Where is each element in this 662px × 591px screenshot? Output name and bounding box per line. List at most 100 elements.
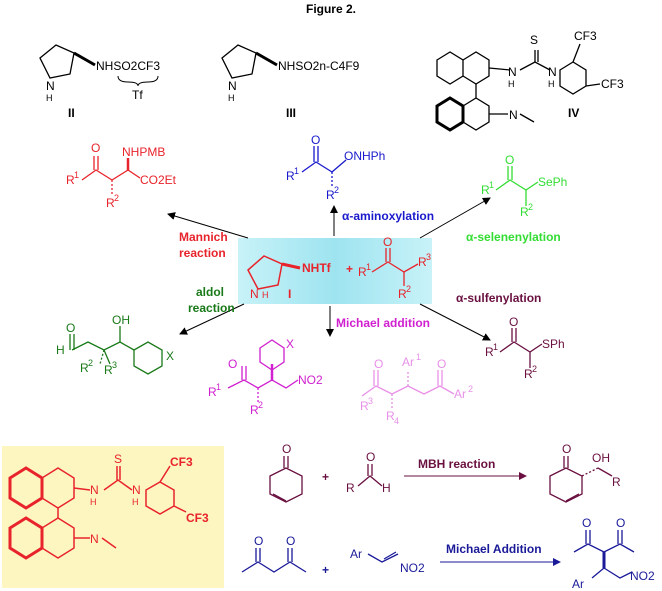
mannich-co2et: CO2Et [140,173,177,187]
center-o: O [383,235,392,249]
ma-reactant-diketone [241,548,307,573]
mbh-reactant-enone [269,456,303,503]
michael2-ar1s: 1 [416,352,421,362]
ma-reactant-nitroalkene [367,551,399,563]
bc-n1: N [90,483,99,497]
mbh-h: H [382,481,391,495]
aldol-product [69,326,163,375]
iv-cf3a: CF3 [574,29,597,43]
mbh-o1: O [282,442,291,456]
mbh-poh: OH [592,451,610,465]
mbh-pr: R [612,475,621,489]
sulfenylation-r1: R [485,345,494,359]
figure-title: Figure 2. [306,2,356,16]
iii-label: III [286,106,296,120]
selenenylation-seph: SePh [538,175,567,189]
iv-n1: N [508,65,517,79]
aldol-h: H [56,343,65,357]
iv-h2: H [548,79,555,89]
aminoxylation-r1: R [286,169,295,183]
iii-h: H [228,93,235,103]
aldol-line2: reaction [188,301,235,315]
selenenylation-r2: R [520,205,529,219]
center-catalyst [247,255,301,290]
mbh-po: O [562,442,571,456]
michael2-o2: O [437,357,446,371]
bc-h2: H [132,497,139,507]
iv-cf3b: CF3 [601,77,624,91]
center-r1: R [358,265,367,279]
aminoxylation-o: O [311,133,320,147]
ii-brace [117,75,159,87]
mbh-plus: + [322,470,329,484]
center-ketone [371,248,419,286]
catalyst-iii [221,44,278,79]
aminoxylation-s1: 1 [294,166,299,176]
sulfenylation-s1: 1 [493,342,498,352]
sulfenylation-product [499,328,543,368]
sulfenylation-label: α-sulfenylation [456,291,541,305]
michael2-ar1: Ar [402,355,414,369]
catalyst-iv [435,43,601,132]
mannich-o: O [91,141,100,155]
center-r2: R [398,287,407,301]
iv-s: S [530,33,538,47]
michael-r1: R [208,385,217,399]
center-h: H [262,290,269,300]
catalyst-ii [39,44,96,79]
selenenylation-label: α-selenenylation [466,230,561,244]
mannich-s2: 2 [114,193,119,203]
sulfenylation-sph: SPh [542,337,565,351]
selenenylation-product [495,166,539,206]
ma-po2: O [616,516,625,530]
aldol-o: O [66,321,75,335]
michael2-r4s: 4 [394,416,399,426]
aminoxylation-label: α-aminoxylation [342,209,434,223]
ma-plus: + [322,563,329,577]
ma-o1: O [254,534,263,548]
ma-po1: O [582,516,591,530]
aldol-r3: R [104,363,113,377]
michael-x: X [286,337,294,351]
mannich-r1: R [66,173,75,187]
aldol-r2: R [80,361,89,375]
michael-s1: 1 [216,382,221,392]
bc-cf3a: CF3 [170,455,193,469]
iii-n: N [228,79,237,93]
iv-n2: N [548,65,557,79]
center-r1sup: 1 [366,262,371,272]
michael-no2: NO2 [298,373,323,387]
aldol-line1: aldol [196,285,224,299]
aminoxylation-r2: R [326,188,335,202]
selenenylation-s1: 1 [489,180,494,190]
ii-formula: NHSO2CF3 [96,59,160,73]
mbh-arrow-label: MBH reaction [418,457,495,471]
ma-ar: Ar [350,547,362,561]
ii-label: II [68,106,75,120]
bc-h1: H [90,497,97,507]
mbh-o2: O [366,450,375,464]
michael-s2: 2 [258,400,263,410]
aminoxylation-product [301,146,347,188]
selenenylation-o: O [505,153,514,167]
bottom-catalyst [8,465,187,560]
bc-nme: N [90,532,99,546]
bc-s: S [114,452,122,466]
aldol-oh: OH [112,313,130,327]
mbh-reactant-aldehyde [357,464,383,487]
michael-label: Michael addition [336,316,430,330]
michael2-product [361,370,455,408]
sulfenylation-s2: 2 [532,364,537,374]
ma-product [573,530,635,579]
center-plus: + [346,262,353,276]
aldol-s2: 2 [88,358,93,368]
reaction-arrows [167,197,491,341]
aminoxylation-s2: 2 [334,185,339,195]
ma-arrow-label: Michael Addition [446,542,542,556]
michael2-r4: R [386,409,395,423]
ma-par: Ar [572,577,584,591]
selenenylation-s2: 2 [528,202,533,212]
center-r3: R [418,255,427,269]
